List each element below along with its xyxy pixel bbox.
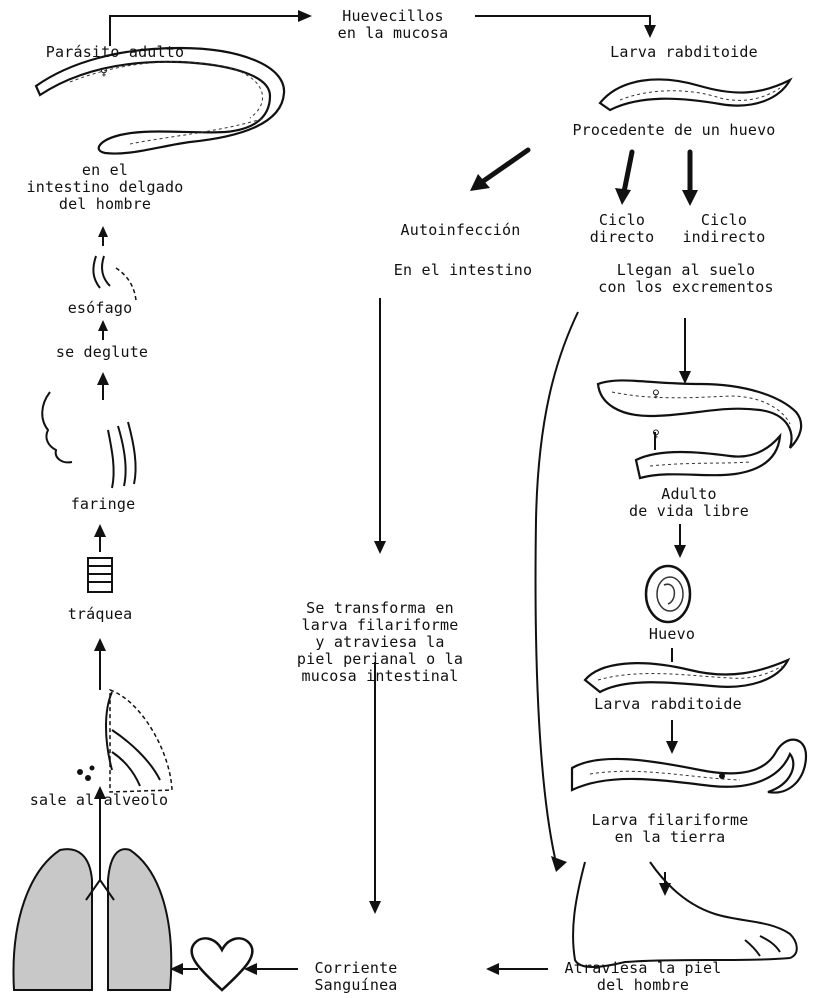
rhabditoid-larva-top-illustration: [600, 79, 790, 110]
arrowhead-to-eggs: [298, 10, 312, 22]
bloodstream-label: Corriente Sanguínea: [300, 960, 412, 994]
lungs-illustration: [13, 832, 171, 990]
egg-label: Huevo: [632, 626, 712, 643]
pharynx-label: faringe: [58, 496, 148, 513]
eggs-in-mucosa-label: Huevecillos en la mucosa: [318, 8, 468, 42]
small-intestine-line-3: del hombre: [20, 196, 190, 213]
arrowhead-to-bloodstream: [486, 963, 499, 975]
crosses-skin-line-1: Atraviesa la piel: [548, 960, 738, 977]
alveolus-label: sale al alveolo: [4, 792, 194, 809]
crosses-skin-line-2: del hombre: [548, 977, 738, 994]
adult-parasite-worm-illustration: [36, 48, 284, 154]
direct-cycle-label: Ciclo directo: [572, 212, 672, 246]
transforms-line-1: Se transforma en: [270, 600, 490, 617]
filariform-larva-illustration: [572, 740, 806, 793]
connector-adult-to-eggs: [110, 16, 300, 46]
female-symbol-adult: ♀: [92, 64, 116, 81]
heart-illustration: [192, 938, 253, 990]
in-intestine-label: En el intestino: [370, 262, 556, 279]
reach-soil-line-1: Llegan al suelo: [566, 262, 806, 279]
small-intestine-label: en el intestino delgado del hombre: [20, 162, 190, 213]
direct-cycle-line-1: Ciclo: [572, 212, 672, 229]
free-living-adult-label: Adulto de vida libre: [614, 486, 764, 520]
transforms-line-5: mucosa intestinal: [270, 668, 490, 685]
arrowhead-to-intestine: [98, 226, 108, 237]
transforms-line-4: piel perianal o la: [270, 651, 490, 668]
eggs-in-mucosa-line-1: Huevecillos: [318, 8, 468, 25]
from-egg-label: Procedente de un huevo: [536, 122, 812, 139]
transforms-line-2: larva filariforme: [270, 617, 490, 634]
free-living-adults-illustration: [598, 380, 801, 478]
esophagus-illustration: [93, 256, 136, 300]
arrowhead-to-esophagus: [98, 320, 108, 331]
autoinfection-label: Autoinfección: [378, 222, 543, 239]
filariform-larva-label: Larva filariforme en la tierra: [570, 812, 770, 846]
transforms-label: Se transforma en larva filariforme y atr…: [270, 600, 490, 685]
free-living-line-1: Adulto: [614, 486, 764, 503]
direct-cycle-line-2: directo: [572, 229, 672, 246]
alveolus-illustration: [77, 690, 172, 792]
bloodstream-line-1: Corriente: [300, 960, 412, 977]
arrowhead-indirect: [682, 190, 698, 206]
free-living-line-2: de vida libre: [614, 503, 764, 520]
arrowhead-to-free-adult: [679, 371, 691, 384]
symbol-free-living-second: ♀: [644, 426, 668, 443]
eggs-in-mucosa-line-2: en la mucosa: [318, 25, 468, 42]
arrowhead-transform-down: [369, 901, 381, 914]
rhabditoid-larva-mid-illustration: [585, 660, 788, 692]
connector-eggs-to-larva: [475, 16, 650, 26]
bloodstream-line-2: Sanguínea: [300, 977, 412, 994]
arrowhead-to-egg: [674, 545, 686, 558]
indirect-cycle-line-1: Ciclo: [668, 212, 780, 229]
filariform-larva-line-2: en la tierra: [570, 829, 770, 846]
arrow-to-autoinfection: [482, 150, 528, 182]
small-intestine-line-1: en el: [20, 162, 190, 179]
arrowhead-to-larva: [644, 25, 656, 38]
adult-parasite-label: Parásito adulto: [40, 44, 190, 61]
arrowhead-to-trachea: [94, 638, 106, 651]
swallowed-label: se deglute: [42, 344, 162, 361]
rhabditoid-larva-top-label: Larva rabditoide: [594, 44, 774, 61]
egg-illustration: [646, 566, 690, 622]
arrowhead-direct: [615, 188, 631, 205]
trachea-illustration: [88, 558, 112, 592]
arrowhead-to-swallow: [97, 372, 109, 385]
esophagus-label: esófago: [50, 300, 150, 317]
crosses-skin-label: Atraviesa la piel del hombre: [548, 960, 738, 994]
reach-soil-label: Llegan al suelo con los excrementos: [566, 262, 806, 296]
arrowhead-autoinfection-down: [374, 541, 386, 554]
indirect-cycle-label: Ciclo indirecto: [668, 212, 780, 246]
filariform-larva-line-1: Larva filariforme: [570, 812, 770, 829]
reach-soil-line-2: con los excrementos: [566, 279, 806, 296]
arrowhead-to-filariform-worm: [666, 741, 678, 754]
arrowhead-to-foot: [659, 883, 671, 896]
arrowhead-to-pharynx: [94, 524, 106, 537]
rhabditoid-larva-mid-label: Larva rabditoide: [578, 696, 758, 713]
small-intestine-line-2: intestino delgado: [20, 179, 190, 196]
female-symbol-free-living: ♀: [644, 386, 668, 403]
pharynx-face-illustration: [42, 392, 135, 488]
arrow-to-direct-cycle: [624, 152, 632, 192]
transforms-line-3: y atraviesa la: [270, 634, 490, 651]
trachea-label: tráquea: [52, 606, 148, 623]
arrowhead-direct-to-filariform: [551, 856, 567, 872]
indirect-cycle-line-2: indirecto: [668, 229, 780, 246]
human-foot-illustration: [573, 862, 797, 967]
